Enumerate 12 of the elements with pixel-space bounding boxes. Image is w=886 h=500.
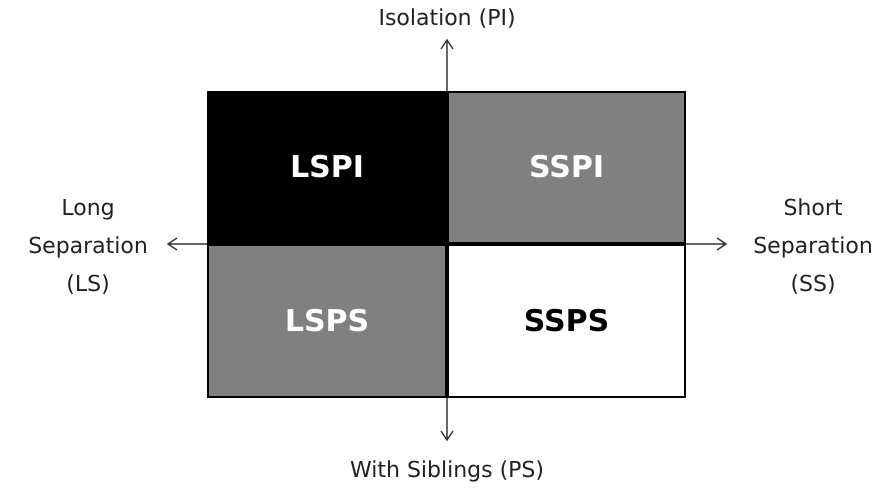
axis-label: Isolation (PI) bbox=[377, 5, 517, 33]
axis-label: Long Separation (LS) bbox=[27, 195, 149, 299]
quadrant-box bbox=[207, 244, 447, 398]
quadrant-box bbox=[447, 244, 686, 398]
quadrant-box bbox=[447, 91, 686, 244]
quadrant-label: SSPS bbox=[524, 304, 610, 338]
quadrant-box bbox=[207, 91, 447, 244]
quadrant-label: LSPS bbox=[284, 304, 370, 338]
axis-label: Short Separation (SS) bbox=[752, 195, 874, 299]
quadrant-label: SSPI bbox=[528, 150, 604, 185]
quadrant-label: LSPI bbox=[290, 150, 364, 185]
axis-label: With Siblings (PS) bbox=[349, 457, 545, 485]
